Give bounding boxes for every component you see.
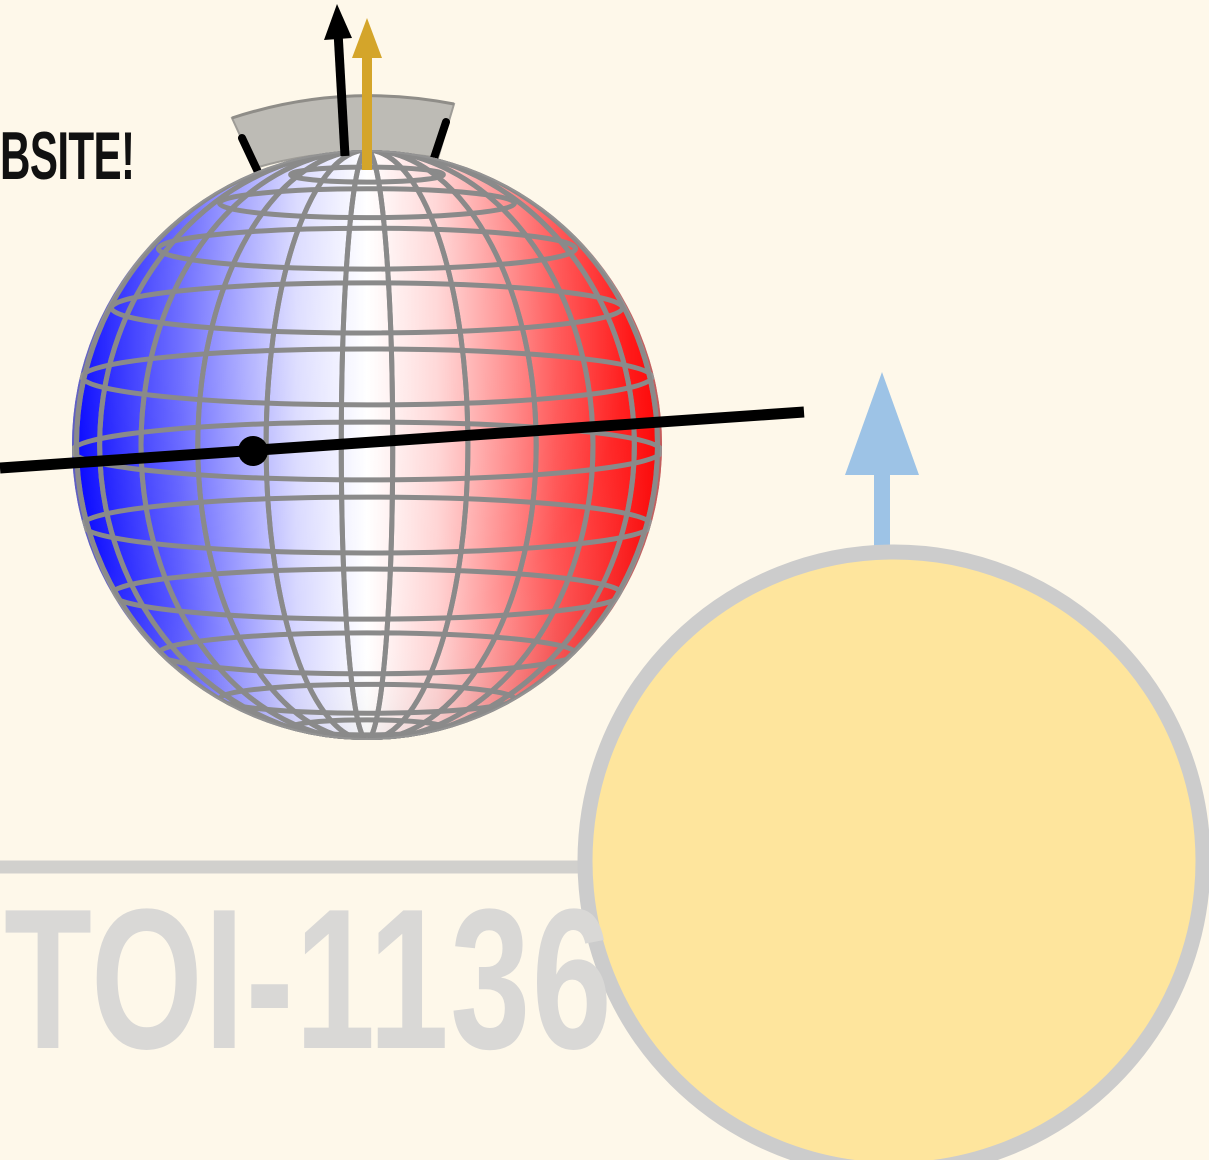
longitude-line xyxy=(73,150,661,740)
planet-orbit xyxy=(0,406,805,474)
sky-projected-axis-arrow xyxy=(324,4,352,157)
longitude-line xyxy=(138,150,596,740)
latitude-line xyxy=(217,186,517,221)
spin-arrow-head xyxy=(845,372,919,475)
stellar-spin-axis-arrow xyxy=(352,18,382,170)
planet-marker xyxy=(238,436,268,466)
latitude-line xyxy=(155,225,579,272)
sphere-grid xyxy=(72,150,662,740)
latitude-line xyxy=(72,419,662,483)
longitude-line xyxy=(195,150,539,740)
longitude-line xyxy=(97,150,637,740)
banner-text: BSITE! xyxy=(0,118,135,194)
host-star xyxy=(577,372,1209,1160)
star-name-label: TOI-1136 xyxy=(4,868,614,1091)
